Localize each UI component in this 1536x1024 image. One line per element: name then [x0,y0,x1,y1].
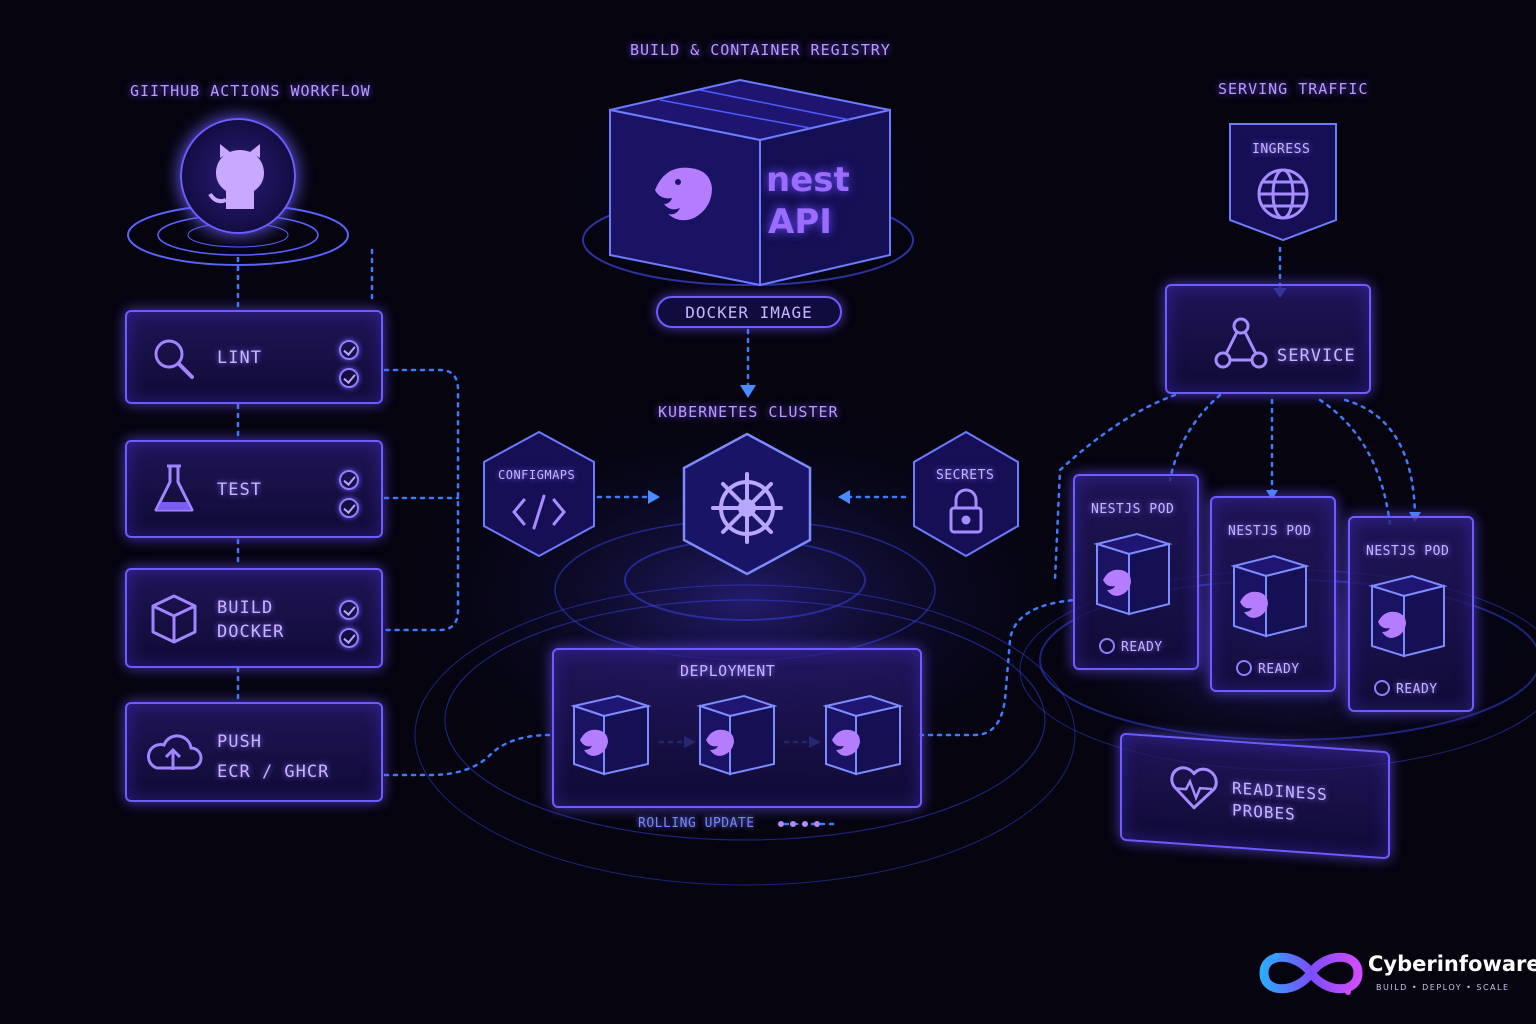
rolling-update-label: ROLLING UPDATE [638,816,755,831]
nestjs-pod-3[interactable]: NESTJS POD READY [1348,516,1474,712]
push-step[interactable]: PUSH ECR / GHCR [125,702,383,802]
test-label: TEST [217,480,262,500]
check-icon [339,628,359,648]
registry-section-title: BUILD & CONTAINER REGISTRY [630,41,891,59]
ingress-node[interactable]: INGRESS [1226,120,1340,244]
build-docker-step[interactable]: BUILD DOCKER [125,568,383,668]
service-label: SERVICE [1277,346,1356,366]
deployment-label: DEPLOYMENT [680,662,776,680]
network-graph-icon [1214,317,1268,369]
probes-label: PROBES [1232,800,1296,824]
check-icon [339,340,359,360]
cluster-section-title: KUBERNETES CLUSTER [658,403,839,421]
docker-image-badge: DOCKER IMAGE [656,296,842,328]
pod-label: NESTJS POD [1091,502,1175,517]
ready-check-icon [1236,660,1252,676]
pod-cube [1093,532,1173,616]
ready-check-icon [1374,680,1390,696]
ingress-label: INGRESS [1252,142,1311,157]
configmaps-label: CONFIGMAPS [498,468,576,482]
deployment-pod-cube [696,694,778,776]
check-icon [339,498,359,518]
deployment-pod-cube [822,694,904,776]
box-icon [151,594,197,644]
ready-check-icon [1099,638,1115,654]
api-text: API [768,202,832,242]
pod-label: NESTJS POD [1228,524,1312,539]
secrets-label: SECRETS [936,468,995,483]
flask-icon [154,464,194,512]
pod-cube [1368,574,1448,658]
lock-icon [949,488,983,534]
build-label: BUILD [217,598,274,618]
check-icon [339,368,359,388]
configmaps-hexagon[interactable] [480,428,598,560]
nest-logo-icon [655,167,712,221]
magnifier-icon [154,339,194,379]
brand-tagline: BUILD • DEPLOY • SCALE [1376,983,1510,992]
serving-section-title: SERVING TRAFFIC [1218,80,1369,98]
secrets-hexagon[interactable] [910,428,1022,560]
docker-label: DOCKER [217,622,285,642]
cyberinfoware-logo-icon [1259,952,1363,995]
nest-api-image-cube [609,78,891,287]
nestjs-pod-1[interactable]: NESTJS POD READY [1073,474,1199,670]
pod-status: READY [1396,682,1438,697]
code-brackets-icon [512,494,566,530]
helm-wheel-icon [711,472,783,544]
check-icon [339,600,359,620]
pod-status: READY [1258,662,1300,677]
registry-target-label: ECR / GHCR [217,762,330,782]
service-node[interactable]: SERVICE [1165,284,1371,394]
github-octocat-icon [180,118,296,234]
pod-status: READY [1121,640,1163,655]
pod-label: NESTJS POD [1366,544,1450,559]
github-section-title: GIITHUB ACTIONS WORKFLOW [130,82,371,100]
brand-name: Cyberinfoware [1368,952,1536,976]
push-label: PUSH [217,732,262,752]
kubernetes-hexagon[interactable] [680,430,814,578]
heartbeat-icon [1170,766,1218,810]
lint-step[interactable]: LINT [125,310,383,404]
nest-text: nest [766,160,850,200]
test-step[interactable]: TEST [125,440,383,538]
lint-label: LINT [217,348,262,368]
pod-cube [1230,554,1310,638]
nestjs-pod-2[interactable]: NESTJS POD READY [1210,496,1336,692]
readiness-probes-panel[interactable]: READINESS PROBES [1120,732,1390,860]
deployment-pod-cube [570,694,652,776]
cloud-upload-icon [147,734,203,770]
globe-icon [1257,168,1309,220]
check-icon [339,470,359,490]
